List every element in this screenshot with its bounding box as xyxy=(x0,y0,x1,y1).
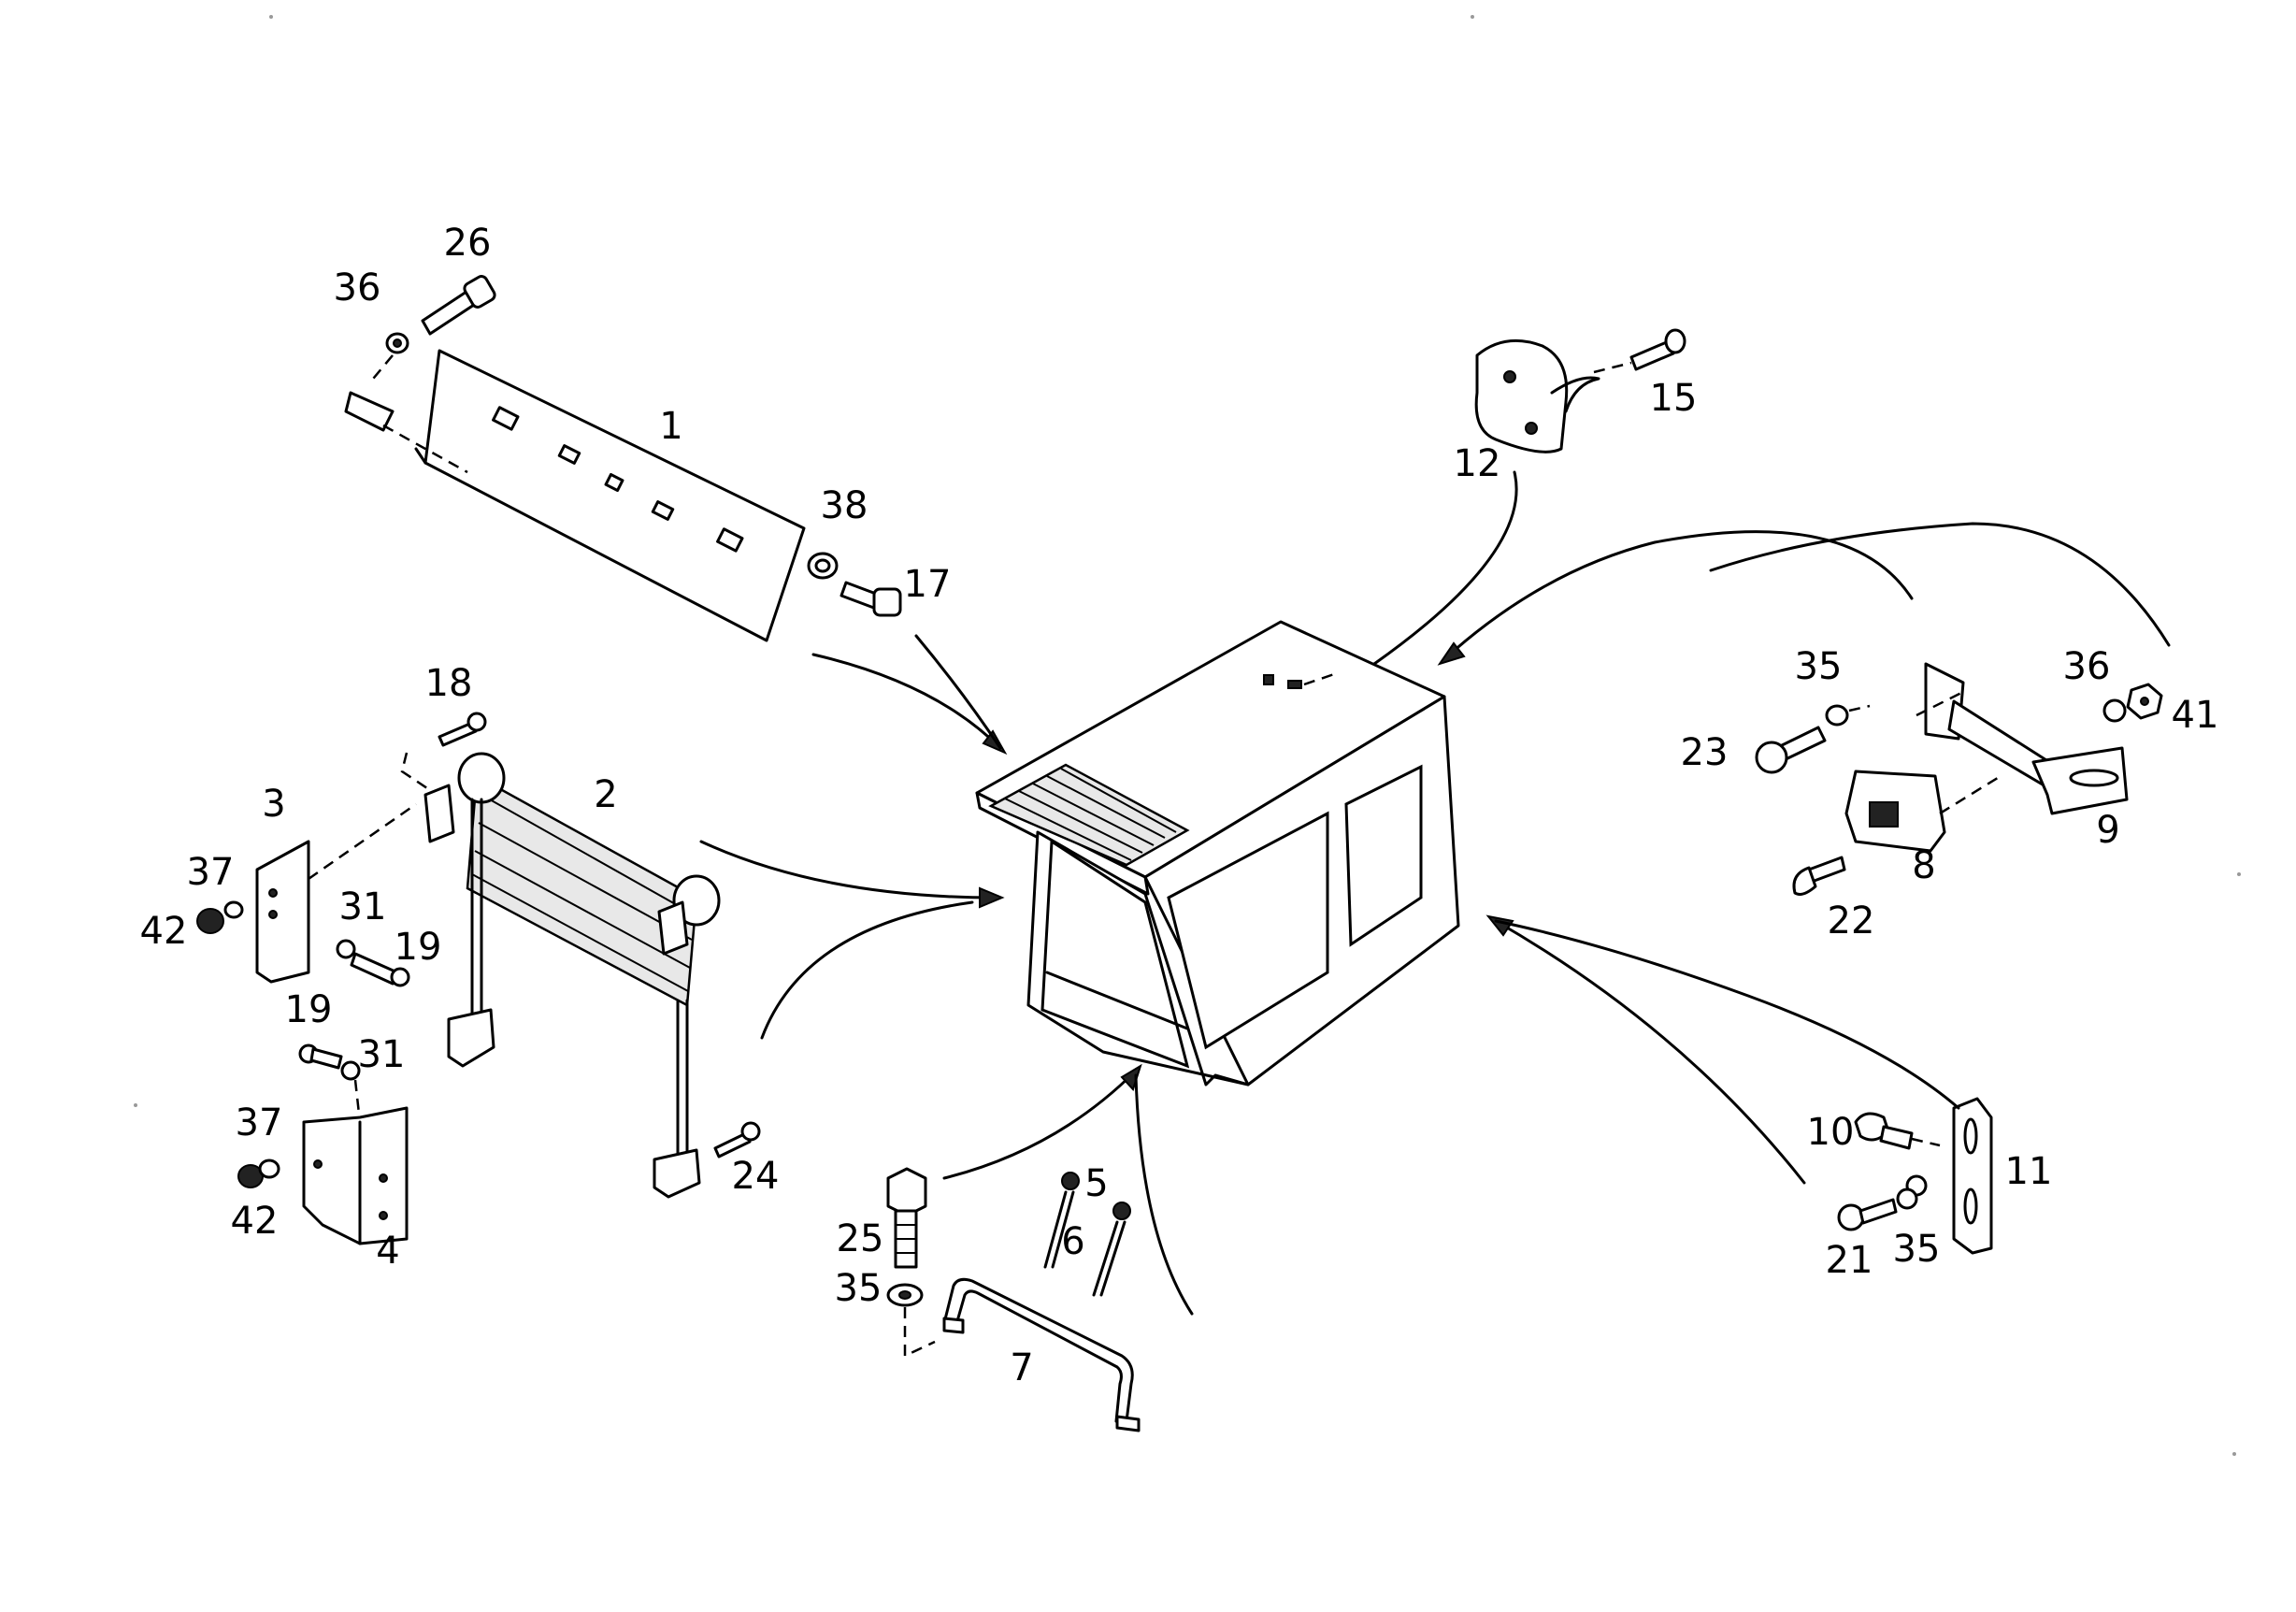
callout-31-a: 31 xyxy=(339,885,387,928)
pin-15 xyxy=(1593,328,1686,374)
washer-37-b xyxy=(258,1159,280,1179)
callout-36-b: 36 xyxy=(2063,645,2111,688)
callout-41: 41 xyxy=(2172,694,2219,737)
callout-38: 38 xyxy=(821,484,868,527)
screw-24 xyxy=(713,1121,761,1159)
bolt-10 xyxy=(1854,1112,1941,1150)
washer-35-right xyxy=(1825,704,1871,727)
bolt-25 xyxy=(886,1167,927,1269)
callout-6: 6 xyxy=(1061,1220,1084,1263)
callout-2: 2 xyxy=(594,773,617,816)
callout-3: 3 xyxy=(262,783,285,826)
scan-specks xyxy=(134,15,2241,1456)
grab-handle-7 xyxy=(942,1277,1141,1432)
cab-body xyxy=(975,620,1460,1087)
callout-37-b: 37 xyxy=(236,1101,283,1144)
callout-19-b: 19 xyxy=(285,988,333,1031)
bolt-19-a xyxy=(350,952,410,987)
callout-36-a: 36 xyxy=(334,266,381,309)
bolt-23 xyxy=(1755,726,1827,774)
pin-6 xyxy=(1092,1202,1131,1297)
assembly-arrows xyxy=(699,470,2171,1316)
callout-10: 10 xyxy=(1807,1111,1855,1154)
bolt-17 xyxy=(839,581,902,617)
washer-37-a xyxy=(223,900,244,919)
callout-19-a: 19 xyxy=(395,926,442,969)
blind-slats xyxy=(471,794,695,992)
callout-8: 8 xyxy=(1912,844,1935,887)
mirror-bracket-12 xyxy=(1474,338,1600,453)
callout-18: 18 xyxy=(425,662,473,705)
screw-18 xyxy=(400,712,487,792)
washer-38 xyxy=(807,552,839,580)
bracket-9 xyxy=(1916,662,2129,815)
callout-1: 1 xyxy=(659,405,682,448)
callout-35-b: 35 xyxy=(1893,1228,1941,1271)
callout-24: 24 xyxy=(732,1155,780,1198)
callout-4: 4 xyxy=(376,1230,399,1273)
bracket-3 xyxy=(255,802,417,984)
callout-21: 21 xyxy=(1826,1239,1873,1282)
switch-8 xyxy=(1844,770,2002,853)
roof-louvres xyxy=(1004,768,1177,861)
washer-36-top-left xyxy=(385,332,409,354)
callout-5: 5 xyxy=(1084,1162,1108,1205)
callout-26: 26 xyxy=(444,222,492,265)
washer-31-b xyxy=(340,1060,362,1123)
callout-35-c: 35 xyxy=(835,1267,883,1310)
callout-7: 7 xyxy=(1010,1346,1033,1389)
roller-blind-part xyxy=(423,752,721,1199)
bolt-22 xyxy=(1792,856,1846,896)
nut-42-a xyxy=(196,908,224,934)
pin-5 xyxy=(1043,1172,1080,1269)
callout-31-b: 31 xyxy=(358,1033,406,1076)
callout-22: 22 xyxy=(1828,900,1875,943)
washers-35-lower xyxy=(1896,1174,1928,1210)
bracket-11 xyxy=(1952,1097,1993,1255)
bolt-19-b xyxy=(298,1043,343,1070)
callout-15: 15 xyxy=(1650,377,1698,420)
callout-25: 25 xyxy=(837,1217,884,1260)
washer-35-bottom xyxy=(886,1283,936,1358)
callout-37-a: 37 xyxy=(187,851,235,894)
callout-11: 11 xyxy=(2005,1150,2053,1193)
nut-41 xyxy=(2126,683,2163,720)
callout-17: 17 xyxy=(904,563,952,606)
callout-35-a: 35 xyxy=(1795,645,1843,688)
callout-9: 9 xyxy=(2096,809,2119,852)
callout-12: 12 xyxy=(1454,442,1501,485)
washer-36-right xyxy=(2102,698,2127,723)
callout-23: 23 xyxy=(1681,731,1729,774)
bolt-26 xyxy=(421,275,496,336)
front-panel-part xyxy=(344,349,806,642)
callout-42-a: 42 xyxy=(140,910,188,953)
bolt-21 xyxy=(1837,1198,1898,1231)
washer-31-a xyxy=(336,939,356,959)
bracket-4 xyxy=(302,1106,409,1245)
callout-42-b: 42 xyxy=(231,1200,279,1243)
callout-labels: 1 2 3 4 5 6 7 8 9 10 11 12 15 17 18 19 1… xyxy=(140,222,2219,1389)
